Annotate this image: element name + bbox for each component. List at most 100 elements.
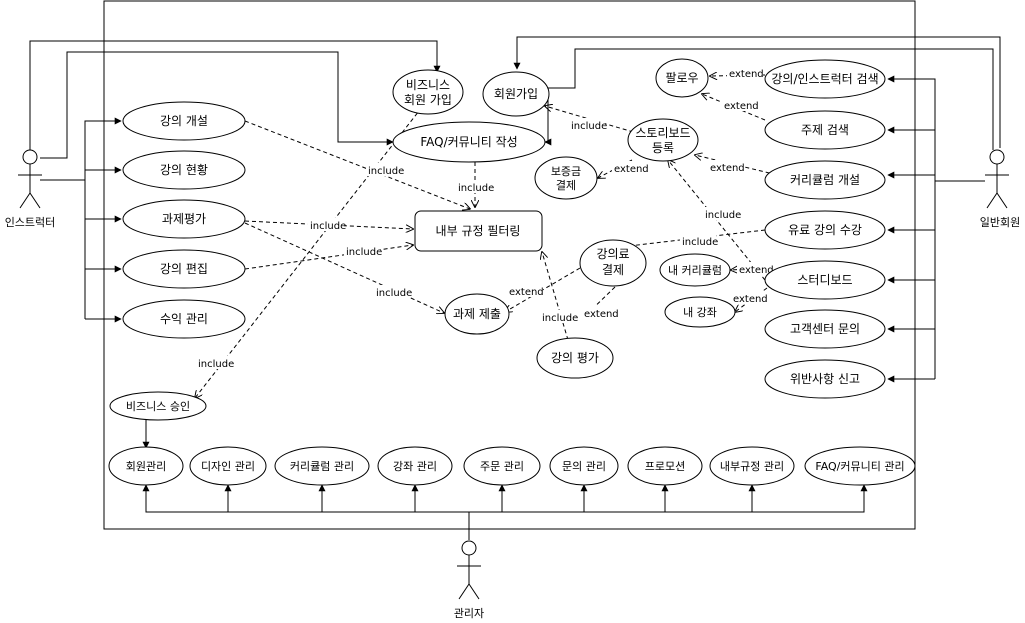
admin-use-cases: 회원관리 디자인 관리 커리큘럼 관리 강좌 관리 주문 관리 문의 관리 프로모션 내부규정… [108, 446, 916, 486]
use-case-label: 커리큘럼 개설 [790, 173, 860, 187]
use-case-label: 강의/인스트럭터 검색 [771, 72, 878, 86]
admin-use-case[interactable]: 커리큘럼 관리 [274, 446, 370, 486]
use-case-course-status[interactable]: 강의 현황 [122, 150, 246, 190]
use-case-label-line1: 보증금 [551, 165, 581, 178]
use-case-label: FAQ/커뮤니티 작성 [420, 135, 517, 149]
use-case-support[interactable]: 고객센터 문의 [764, 309, 886, 349]
use-case-search-topic[interactable]: 주제 검색 [764, 110, 886, 150]
use-case-label: 회원가입 [494, 87, 538, 101]
admin-use-case-label: 디자인 관리 [201, 460, 255, 473]
use-cases: 강의 개설 강의 현황 과제평가 강의 편집 수익 관리 비즈니스 회원 가입 … [109, 58, 886, 421]
admin-use-case[interactable]: 프로모션 [627, 446, 703, 486]
use-case-label-line1: 스토리보드 [635, 126, 690, 140]
use-case-curriculum-open[interactable]: 커리큘럼 개설 [764, 160, 886, 200]
include-label: include [458, 183, 494, 194]
use-case-label: 스터디보드 [797, 273, 852, 287]
extend-label: extend [710, 163, 745, 174]
use-case-label: 강의 현황 [160, 163, 208, 177]
admin-use-case[interactable]: 강좌 관리 [377, 446, 453, 486]
admin-use-case-label: 커리큘럼 관리 [290, 460, 354, 473]
system-boundary [103, 0, 916, 530]
use-case-label: 과제 제출 [453, 307, 501, 321]
use-case-label: 고객센터 문의 [790, 322, 860, 336]
include-label: include [310, 221, 346, 232]
use-case-signup[interactable]: 회원가입 [482, 71, 550, 117]
use-case-label: 강의 편집 [160, 262, 208, 276]
use-case-course-review[interactable]: 강의 평가 [536, 337, 614, 379]
admin-use-case[interactable]: 내부규정 관리 [709, 446, 795, 486]
use-case-label-line1: 비즈니스 [406, 78, 450, 92]
use-case-my-course[interactable]: 내 강좌 [664, 296, 736, 328]
extend-label: extend [614, 164, 649, 175]
use-case-my-curriculum[interactable]: 내 커리큘럼 [659, 253, 731, 287]
use-case-paid-course[interactable]: 유료 강의 수강 [764, 210, 886, 250]
use-case-label: 주제 검색 [801, 123, 849, 137]
policy-filter-box[interactable]: 내부 규정 필터링 [414, 210, 543, 252]
include-label: include [346, 247, 382, 258]
use-case-label-line2: 회원 가입 [404, 93, 452, 107]
include-label: include [542, 313, 578, 324]
use-case-storyboard-register[interactable]: 스토리보드 등록 [627, 118, 699, 162]
actor-admin[interactable]: 관리자 [454, 540, 484, 620]
admin-use-case[interactable]: 디자인 관리 [189, 446, 267, 486]
use-case-deposit[interactable]: 보증금 결제 [534, 156, 598, 200]
use-case-label-line2: 등록 [652, 141, 674, 155]
include-label: include [571, 121, 607, 132]
use-case-label-line2: 결제 [602, 263, 624, 277]
actor-instructor[interactable]: 인스트럭터 [5, 149, 56, 229]
admin-use-case-label: 내부규정 관리 [720, 460, 784, 473]
use-case-follow[interactable]: 팔로우 [655, 58, 709, 98]
actor-instructor-label: 인스트럭터 [5, 216, 56, 229]
include-label: include [198, 359, 234, 370]
use-case-assignment-submit[interactable]: 과제 제출 [444, 293, 510, 335]
use-case-course-open[interactable]: 강의 개설 [122, 101, 246, 141]
use-case-label: 유료 강의 수강 [788, 223, 862, 237]
extend-label: extend [729, 69, 764, 80]
extend-label: extend [724, 101, 759, 112]
admin-use-case-label: FAQ/커뮤니티 관리 [815, 460, 904, 473]
admin-use-case[interactable]: 회원관리 [108, 446, 184, 486]
use-case-label-line2: 결제 [556, 179, 576, 192]
extend-label: extend [739, 265, 774, 276]
use-case-faq-write[interactable]: FAQ/커뮤니티 작성 [392, 121, 546, 163]
include-label: include [705, 210, 741, 221]
use-case-label: 내 강좌 [683, 306, 717, 319]
admin-use-case-label: 강좌 관리 [393, 460, 437, 473]
use-case-label: 수익 관리 [160, 312, 208, 326]
admin-use-case[interactable]: 문의 관리 [549, 446, 619, 486]
use-case-label: 위반사항 신고 [790, 372, 860, 386]
relation-labels: include include include include include … [196, 66, 774, 370]
use-case-course-payment[interactable]: 강의료 결제 [579, 239, 647, 287]
use-case-label: 내 커리큘럼 [668, 264, 722, 277]
use-case-label: 강의 평가 [551, 351, 599, 365]
use-case-label: 비즈니스 승인 [126, 400, 190, 413]
extend-label: extend [584, 309, 619, 320]
use-case-assignment-eval[interactable]: 과제평가 [122, 199, 246, 239]
admin-use-case-label: 주문 관리 [480, 460, 524, 473]
include-label: include [682, 237, 718, 248]
use-case-label: 팔로우 [665, 71, 698, 85]
use-case-report[interactable]: 위반사항 신고 [764, 359, 886, 399]
use-case-course-edit[interactable]: 강의 편집 [122, 249, 246, 289]
use-case-label: 과제평가 [162, 212, 206, 226]
include-label: include [376, 288, 412, 299]
use-case-search-course[interactable]: 강의/인스트럭터 검색 [764, 59, 886, 99]
admin-use-case-label: 회원관리 [126, 460, 166, 473]
include-label: include [368, 166, 404, 177]
use-case-label-line1: 강의료 [596, 247, 629, 261]
admin-use-case[interactable]: FAQ/커뮤니티 관리 [804, 446, 916, 486]
extend-label: extend [733, 294, 768, 305]
use-case-biz-signup[interactable]: 비즈니스 회원 가입 [392, 69, 464, 115]
admin-use-case-label: 프로모션 [645, 460, 685, 473]
use-case-storyboard[interactable]: 스터디보드 [764, 260, 886, 300]
use-case-revenue[interactable]: 수익 관리 [122, 299, 246, 339]
use-case-biz-approve[interactable]: 비즈니스 승인 [109, 391, 207, 421]
policy-filter-label: 내부 규정 필터링 [436, 224, 521, 238]
admin-use-case[interactable]: 주문 관리 [463, 446, 541, 486]
actor-member-label: 일반회원 [980, 215, 1020, 229]
admin-use-case-label: 문의 관리 [562, 460, 606, 473]
use-case-label: 강의 개설 [160, 114, 208, 128]
actor-member[interactable]: 일반회원 [980, 149, 1020, 229]
association-lines [29, 36, 1001, 540]
